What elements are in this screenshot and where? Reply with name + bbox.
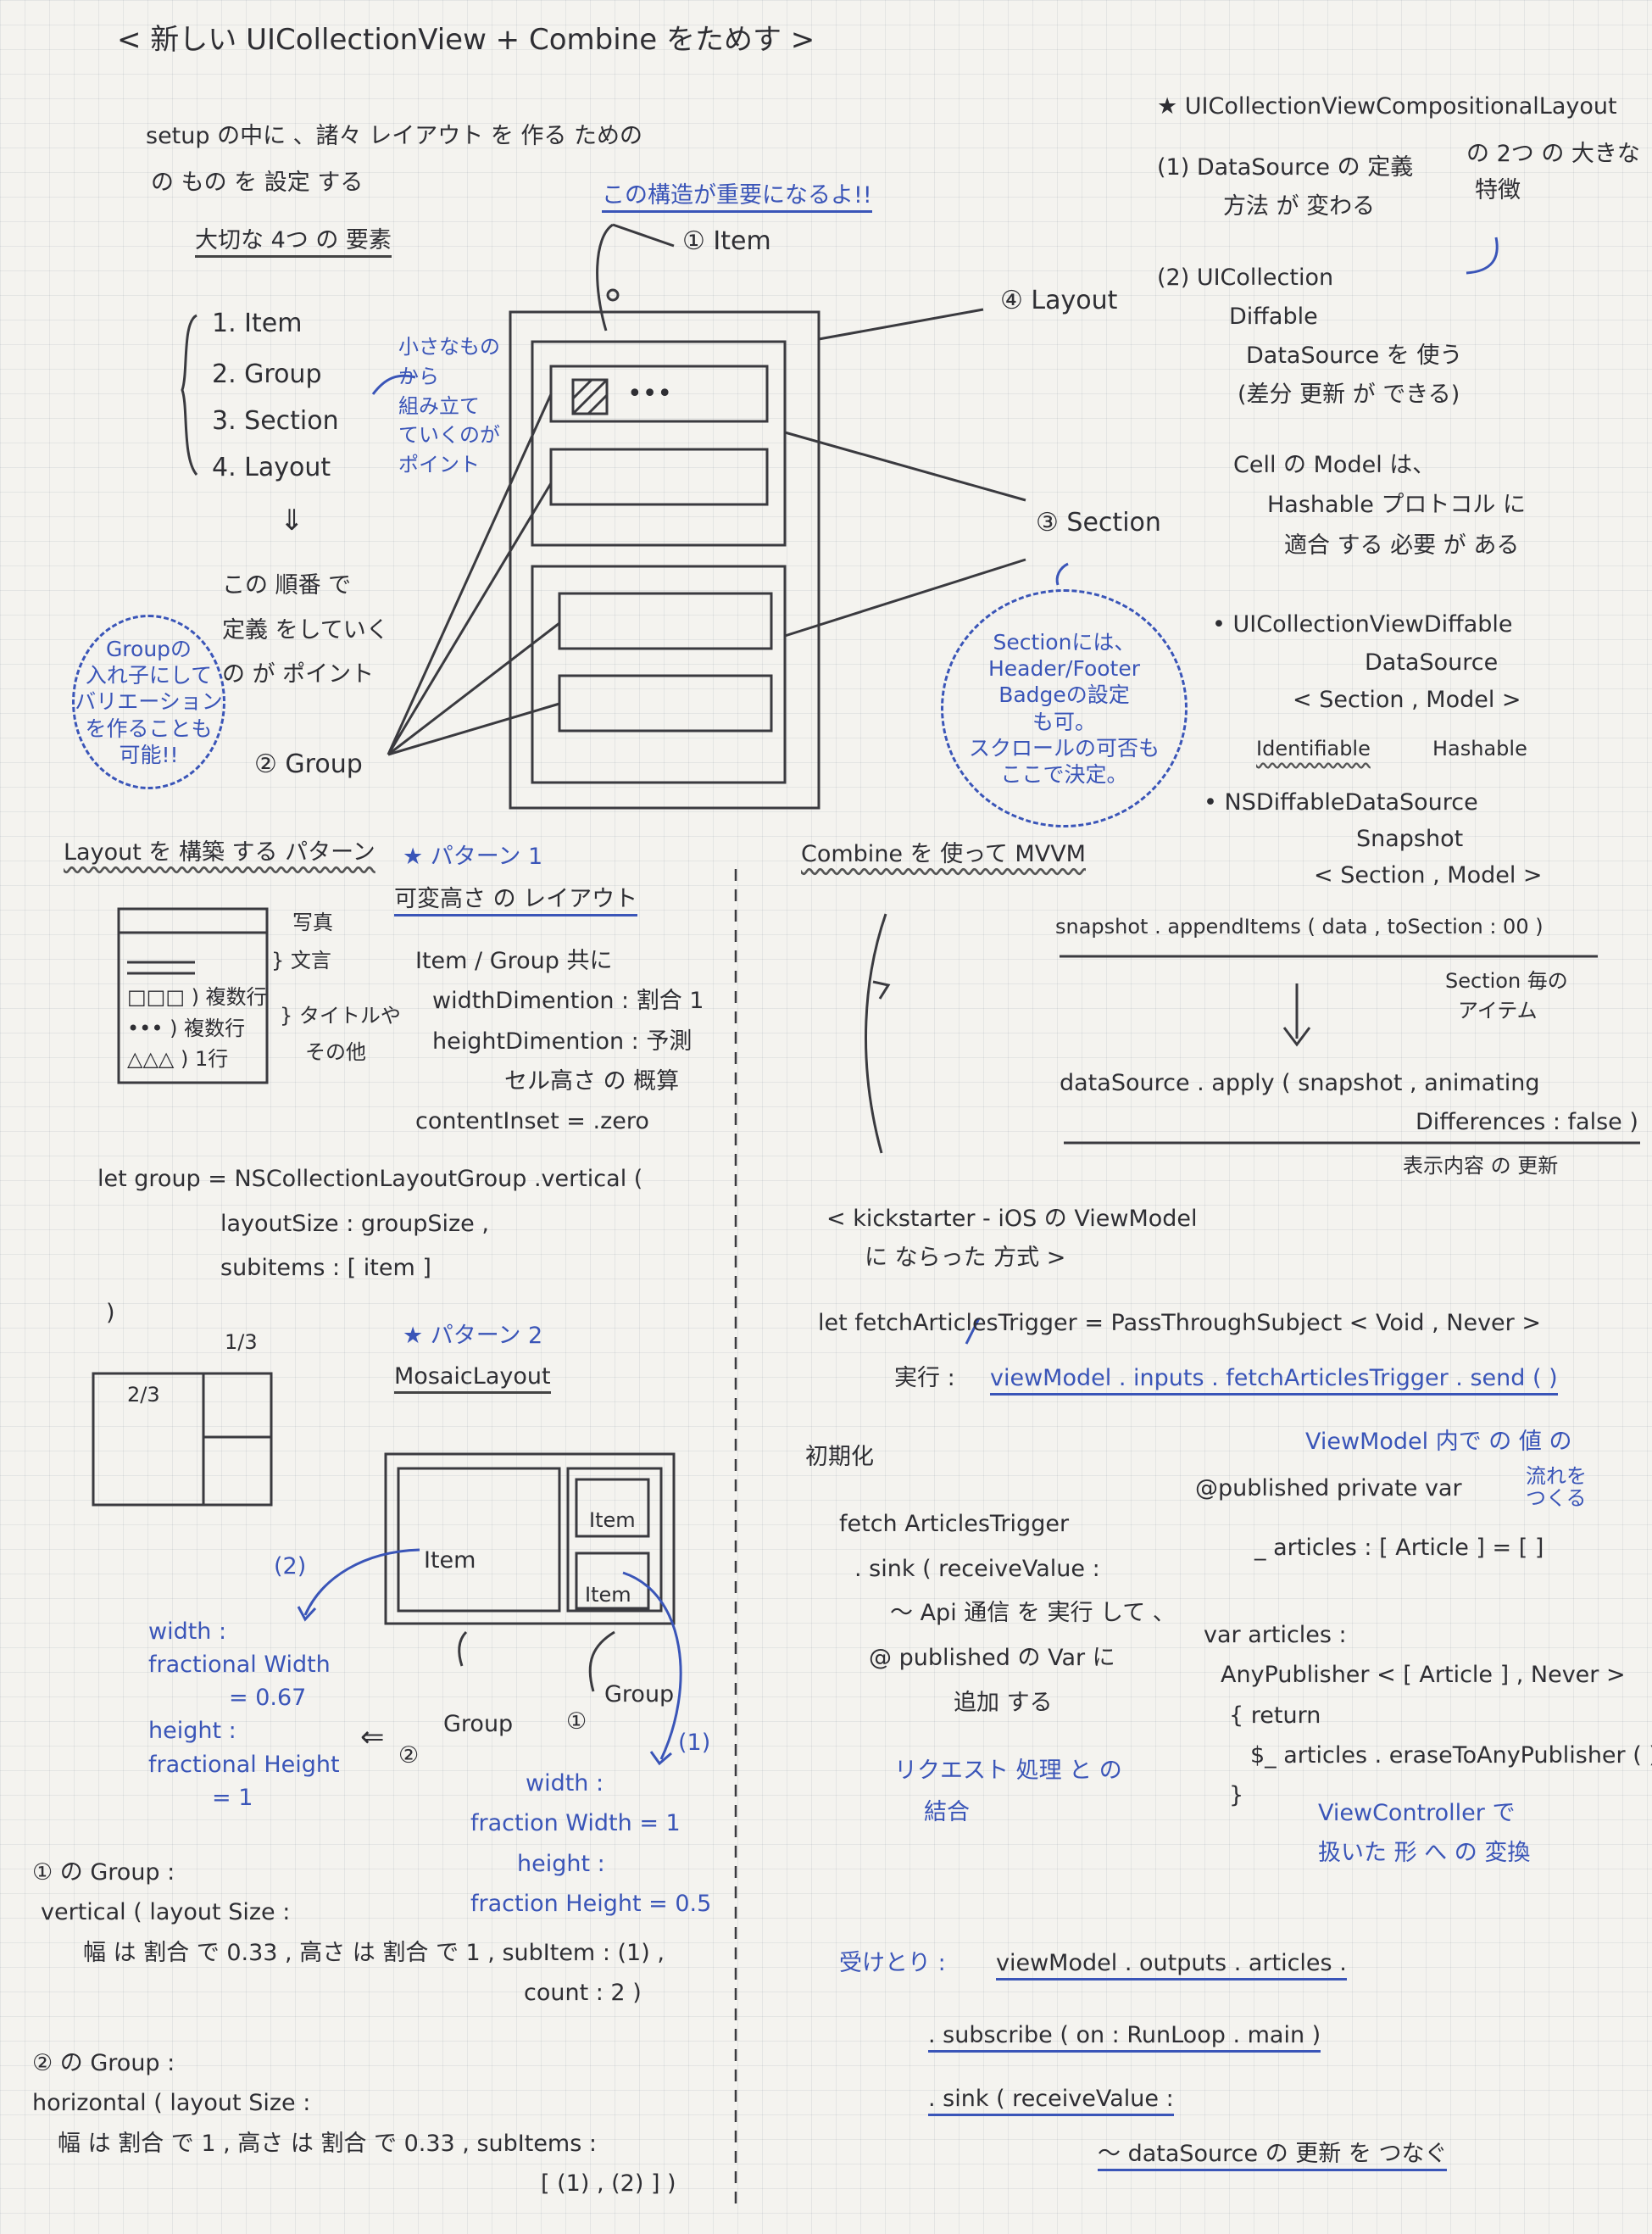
intro-line-1: setup の中に 、諸々 レイアウト を 作る ための xyxy=(146,123,643,149)
mosaic-outer xyxy=(384,1452,676,1625)
pattern-1-name: 可変高さ の レイアウト xyxy=(394,886,638,917)
section-label: ③ Section xyxy=(1036,508,1161,538)
layout-box xyxy=(509,310,820,810)
thumb-row-1: □□□ ) 複数行 xyxy=(127,985,267,1009)
compositional-heading: ★ UICollectionViewCompositionalLayout xyxy=(1157,93,1617,120)
exec-code: viewModel . inputs . fetchArticlesTrigge… xyxy=(990,1365,1558,1396)
intro-line-2: の もの を 設定 する xyxy=(151,170,364,196)
thumb-title: } タイトルや xyxy=(280,1004,401,1028)
sink-receive: . sink ( receiveValue : xyxy=(928,2086,1174,2117)
per-section-note: Section 毎の アイテム xyxy=(1445,969,1568,1022)
num-1: (1) xyxy=(678,1730,711,1756)
thumb-row-2: ••• ) 複数行 xyxy=(127,1017,246,1040)
group-2-definition: ② の Group : horizontal ( layout Size : 幅… xyxy=(32,2050,676,2197)
element-section: 3. Section xyxy=(212,406,339,436)
layout-label: ④ Layout xyxy=(1000,286,1118,315)
kickstarter-note: < kickstarter - iOS の ViewModel に ならった 方… xyxy=(826,1206,1198,1271)
pattern-1-props: Item / Group 共に widthDimention : 割合 1 he… xyxy=(415,948,704,1134)
pattern-1-title: ★ パターン 1 xyxy=(403,844,543,870)
diffable-datasource-bullet: • UICollectionViewDiffable DataSource < … xyxy=(1212,611,1521,714)
mosaic-small-1 xyxy=(575,1478,650,1538)
down-arrow-icon: ⇓ xyxy=(280,504,304,538)
page-title: < 新しい UICollectionView + Combine をためす > xyxy=(117,23,815,57)
init-label: 初期化 xyxy=(805,1444,874,1470)
pattern-2-name: MosaicLayout xyxy=(394,1363,551,1395)
item-label: ① Item xyxy=(682,226,771,256)
mosaic-left-note: width : fractional Width = 0.67 height :… xyxy=(148,1618,340,1811)
point-1: (1) DataSource の 定義 方法 が 変わる xyxy=(1157,154,1414,220)
receive-label: 受けとり : xyxy=(839,1950,946,1976)
viewmodel-note: ViewModel 内で の 値 の xyxy=(1305,1429,1572,1455)
element-layout: 4. Layout xyxy=(212,453,331,482)
pattern-2-title: ★ パターン 2 xyxy=(403,1323,543,1349)
mosaic-small-item-1: Item xyxy=(589,1508,636,1532)
mini-mosaic xyxy=(92,1372,273,1507)
important-structure-note: この構造が重要になるよ!! xyxy=(602,182,872,214)
snapshot-append: snapshot . appendItems ( data , toSectio… xyxy=(1055,915,1544,939)
thumb-row-3: △△△ ) 1行 xyxy=(127,1047,229,1071)
fraction-one-third: 1/3 xyxy=(225,1330,258,1354)
exec-label: 実行 : xyxy=(894,1365,955,1391)
articles-declaration: _ articles : [ Article ] = [ ] xyxy=(1254,1535,1544,1561)
datasource-apply: dataSource . apply ( snapshot , animatin… xyxy=(1060,1070,1638,1135)
published-private-var: @published private var xyxy=(1195,1475,1462,1501)
fraction-two-thirds: 2/3 xyxy=(127,1383,160,1407)
section-box-1 xyxy=(531,340,787,547)
group-1-definition: ① の Group : vertical ( layout Size : 幅 は… xyxy=(32,1859,665,2006)
datasource-update: 〜 dataSource の 更新 を つなぐ xyxy=(1098,2141,1448,2172)
flow-note: 流れを つくる xyxy=(1526,1464,1587,1511)
section-box-2 xyxy=(531,565,787,784)
viewcontroller-note: ViewController で 扱いた 形 へ の 変換 xyxy=(1318,1800,1531,1867)
point-2: (2) UICollection Diffable DataSource を 使… xyxy=(1157,265,1463,408)
snapshot-bullet: • NSDiffableDataSource Snapshot < Sectio… xyxy=(1204,789,1543,889)
subscribe-on: . subscribe ( on : RunLoop . main ) xyxy=(928,2022,1321,2053)
mosaic-pointer xyxy=(965,1318,981,1345)
section-cloud: Sectionには、 Header/Footer Badgeの設定 も可。 スク… xyxy=(941,589,1188,827)
left-arrow-icon: ⇐ xyxy=(360,1720,385,1754)
receive-code: viewModel . outputs . articles . xyxy=(996,1950,1347,1981)
mosaic-small-2 xyxy=(575,1552,650,1610)
circle-1: ① xyxy=(566,1708,587,1735)
small-first-note: 小さなもの から 組み立て ていくのが ポイント xyxy=(398,335,500,477)
request-note: リクエスト 処理 と の 結合 xyxy=(894,1758,1122,1825)
layout-patterns-heading: Layout を 構築 する パターン xyxy=(64,839,375,866)
element-item: 1. Item xyxy=(212,309,303,338)
num-2: (2) xyxy=(274,1553,307,1579)
element-group: 2. Group xyxy=(212,359,322,389)
mosaic-group-label-1: Group xyxy=(604,1681,675,1708)
cell-model-note: Cell の Model は、 Hashable プロトコル に 適合 する 必… xyxy=(1233,452,1526,559)
thumb-text: } 文言 xyxy=(271,949,331,972)
hashable-label: Hashable xyxy=(1432,737,1527,760)
thumb-card xyxy=(117,907,269,1084)
item-row-1 xyxy=(549,365,769,423)
var-articles: var articles : AnyPublisher < [ Article … xyxy=(1204,1622,1652,1808)
four-elements-heading: 大切な 4つ の 要素 xyxy=(195,227,392,259)
thumb-photo: 写真 xyxy=(292,911,333,934)
mosaic-group-right xyxy=(566,1467,663,1613)
mosaic-big-item xyxy=(397,1467,561,1613)
order-note: この 順番 で 定義 をしていく の が ポイント xyxy=(222,572,389,688)
trigger-declaration: let fetchArticlesTrigger = PassThroughSu… xyxy=(818,1310,1541,1336)
group-code: let group = NSCollectionLayoutGroup .ver… xyxy=(97,1166,643,1326)
combine-heading: Combine を 使って MVVM xyxy=(801,841,1086,867)
two-features: の 2つ の 大きな 特徴 xyxy=(1466,141,1640,204)
fetch-sink: fetch ArticlesTrigger . sink ( receiveVa… xyxy=(839,1511,1176,1716)
mosaic-group-label-2: Group xyxy=(443,1711,514,1737)
mosaic-right-note: width : fraction Width = 1 height : frac… xyxy=(470,1770,712,1917)
circle-2: ② xyxy=(398,1742,420,1769)
item-row-2 xyxy=(549,448,769,506)
ellipsis-icon: ••• xyxy=(627,379,673,409)
mosaic-small-item-2: Item xyxy=(585,1583,631,1607)
group-nesting-cloud: Groupの 入れ子にして バリエーション を作ることも 可能!! xyxy=(72,615,225,789)
item-row-4 xyxy=(558,674,773,733)
apply-note: 表示内容 の 更新 xyxy=(1403,1154,1559,1178)
thumb-other: その他 xyxy=(305,1040,366,1064)
item-row-3 xyxy=(558,592,773,650)
group-label: ② Group xyxy=(254,749,363,779)
mosaic-item-label: Item xyxy=(424,1547,476,1574)
identifiable-label: Identifiable xyxy=(1256,737,1371,760)
